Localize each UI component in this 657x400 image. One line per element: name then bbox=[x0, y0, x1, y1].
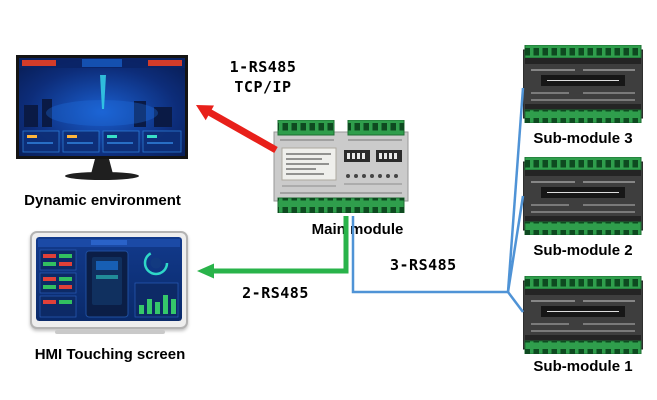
monitor-label: Dynamic environment bbox=[24, 192, 181, 209]
blue-branch-sub2 bbox=[506, 195, 525, 293]
sub-module-1-device bbox=[523, 276, 643, 354]
red-connection-label: 1-RS485 TCP/IP bbox=[213, 57, 313, 97]
main-module-device bbox=[272, 120, 410, 213]
sub-module-graphic bbox=[523, 276, 643, 354]
main-module-graphic bbox=[273, 120, 409, 213]
red-arrowhead-icon bbox=[196, 105, 214, 121]
monitor-screen-graphic bbox=[16, 55, 188, 159]
monitor-stand bbox=[91, 159, 113, 174]
hmi-base bbox=[55, 330, 165, 334]
sub-module-3-device bbox=[523, 45, 643, 123]
sub-module-2-device bbox=[523, 157, 643, 235]
red-connection-line bbox=[207, 108, 278, 154]
hmi-screen-graphic bbox=[36, 237, 182, 321]
sub-module-graphic bbox=[523, 157, 643, 235]
blue-branch-sub3 bbox=[506, 87, 525, 293]
red-connection-label-line2: TCP/IP bbox=[234, 78, 292, 96]
sub-module-3-label: Sub-module 3 bbox=[533, 130, 633, 147]
red-connection-label-line1: 1-RS485 bbox=[229, 58, 297, 76]
sub-module-graphic bbox=[523, 45, 643, 123]
green-arrowhead-icon bbox=[197, 263, 214, 279]
sub-module-1-label: Sub-module 1 bbox=[533, 358, 633, 375]
hmi-label: HMI Touching screen bbox=[34, 346, 186, 363]
monitor-base bbox=[65, 172, 139, 180]
green-connection-label: 2-RS485 bbox=[242, 284, 309, 302]
blue-branch-sub1 bbox=[507, 291, 524, 313]
hmi-device bbox=[30, 231, 188, 329]
blue-connection-label: 3-RS485 bbox=[390, 256, 457, 274]
monitor-device bbox=[16, 55, 188, 180]
sub-module-2-label: Sub-module 2 bbox=[533, 242, 633, 259]
main-module-label: Main module bbox=[311, 221, 404, 238]
